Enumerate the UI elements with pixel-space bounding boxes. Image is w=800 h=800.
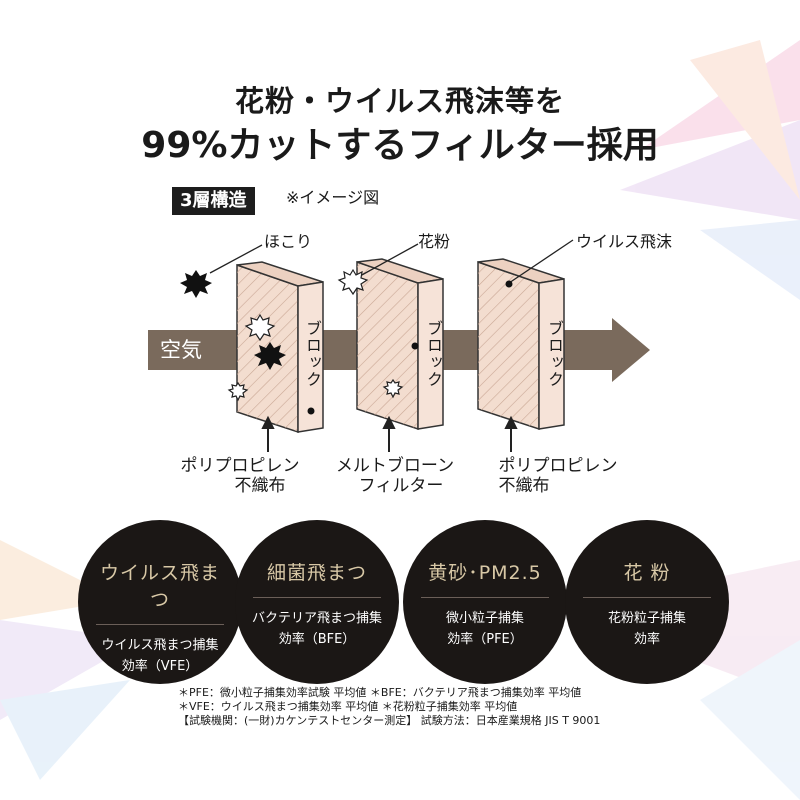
circle-pfe: 黄砂･PM2.5 微小粒子捕集 効率（PFE） bbox=[403, 520, 567, 684]
layer-1-caption-line1: ポリプロピレン bbox=[180, 456, 300, 476]
circle-bfe: 細菌飛まつ バクテリア飛まつ捕集 効率（BFE） bbox=[235, 520, 399, 684]
block-label-3: ブロック bbox=[545, 320, 564, 388]
circle-pollen-title: 花 粉 bbox=[583, 558, 711, 598]
circle-vfe: ウイルス飛まつ ウイルス飛まつ捕集 効率（VFE） bbox=[78, 520, 242, 684]
image-note: ※イメージ図 bbox=[286, 188, 380, 207]
footnote-3: 【試験機関：(一財)カケンテストセンター測定】 試験方法：日本産業規格 JIS … bbox=[178, 714, 601, 727]
layer-1-caption-line2: 不織布 bbox=[234, 476, 286, 496]
circle-pollen-desc: 花粉粒子捕集 効率 bbox=[607, 611, 686, 647]
circle-vfe-title: ウイルス飛まつ bbox=[96, 558, 224, 625]
circle-vfe-desc: ウイルス飛まつ捕集 効率（VFE） bbox=[101, 638, 219, 674]
footnote-1: ＊PFE：微小粒子捕集効率試験 平均値 ＊BFE：バクテリア飛まつ捕集効率 平均… bbox=[178, 686, 582, 699]
footnote-2: ＊VFE：ウイルス飛まつ捕集効率 平均値 ＊花粉粒子捕集効率 平均値 bbox=[178, 700, 518, 713]
structure-badge: 3層構造 bbox=[172, 187, 255, 215]
layer-1-caption: ポリプロピレン 不織布 bbox=[181, 456, 300, 496]
label-virus-droplet: ウイルス飛沫 bbox=[576, 232, 673, 251]
layer-2-caption-line1: メルトブローン bbox=[335, 456, 455, 476]
block-label-1: ブロック bbox=[303, 320, 322, 388]
headline-line-1: 花粉・ウイルス飛沫等を bbox=[234, 84, 565, 118]
circle-bfe-desc: バクテリア飛まつ捕集 効率（BFE） bbox=[251, 611, 382, 647]
layer-3-caption: ポリプロピレン 不織布 bbox=[499, 456, 618, 496]
headline-line-2: 99%カットするフィルター採用 bbox=[141, 125, 659, 166]
layer-3-caption-line2: 不織布 bbox=[498, 476, 550, 496]
layer-3-caption-line1: ポリプロピレン bbox=[498, 456, 618, 476]
layer-2-caption: メルトブローン フィルター bbox=[336, 456, 454, 496]
air-label: 空気 bbox=[160, 338, 202, 362]
airflow-arrow bbox=[148, 318, 650, 382]
label-pollen: 花粉 bbox=[418, 232, 451, 251]
circle-pfe-desc: 微小粒子捕集 効率（PFE） bbox=[445, 611, 524, 647]
circle-bfe-title: 細菌飛まつ bbox=[253, 558, 381, 598]
label-dust: ほこり bbox=[264, 232, 313, 251]
virus-droplet bbox=[307, 280, 513, 415]
block-label-2: ブロック bbox=[424, 320, 443, 388]
circle-pfe-title: 黄砂･PM2.5 bbox=[421, 558, 549, 598]
layer-2-caption-line2: フィルター bbox=[358, 476, 444, 496]
circle-pollen: 花 粉 花粉粒子捕集 効率 bbox=[565, 520, 729, 684]
